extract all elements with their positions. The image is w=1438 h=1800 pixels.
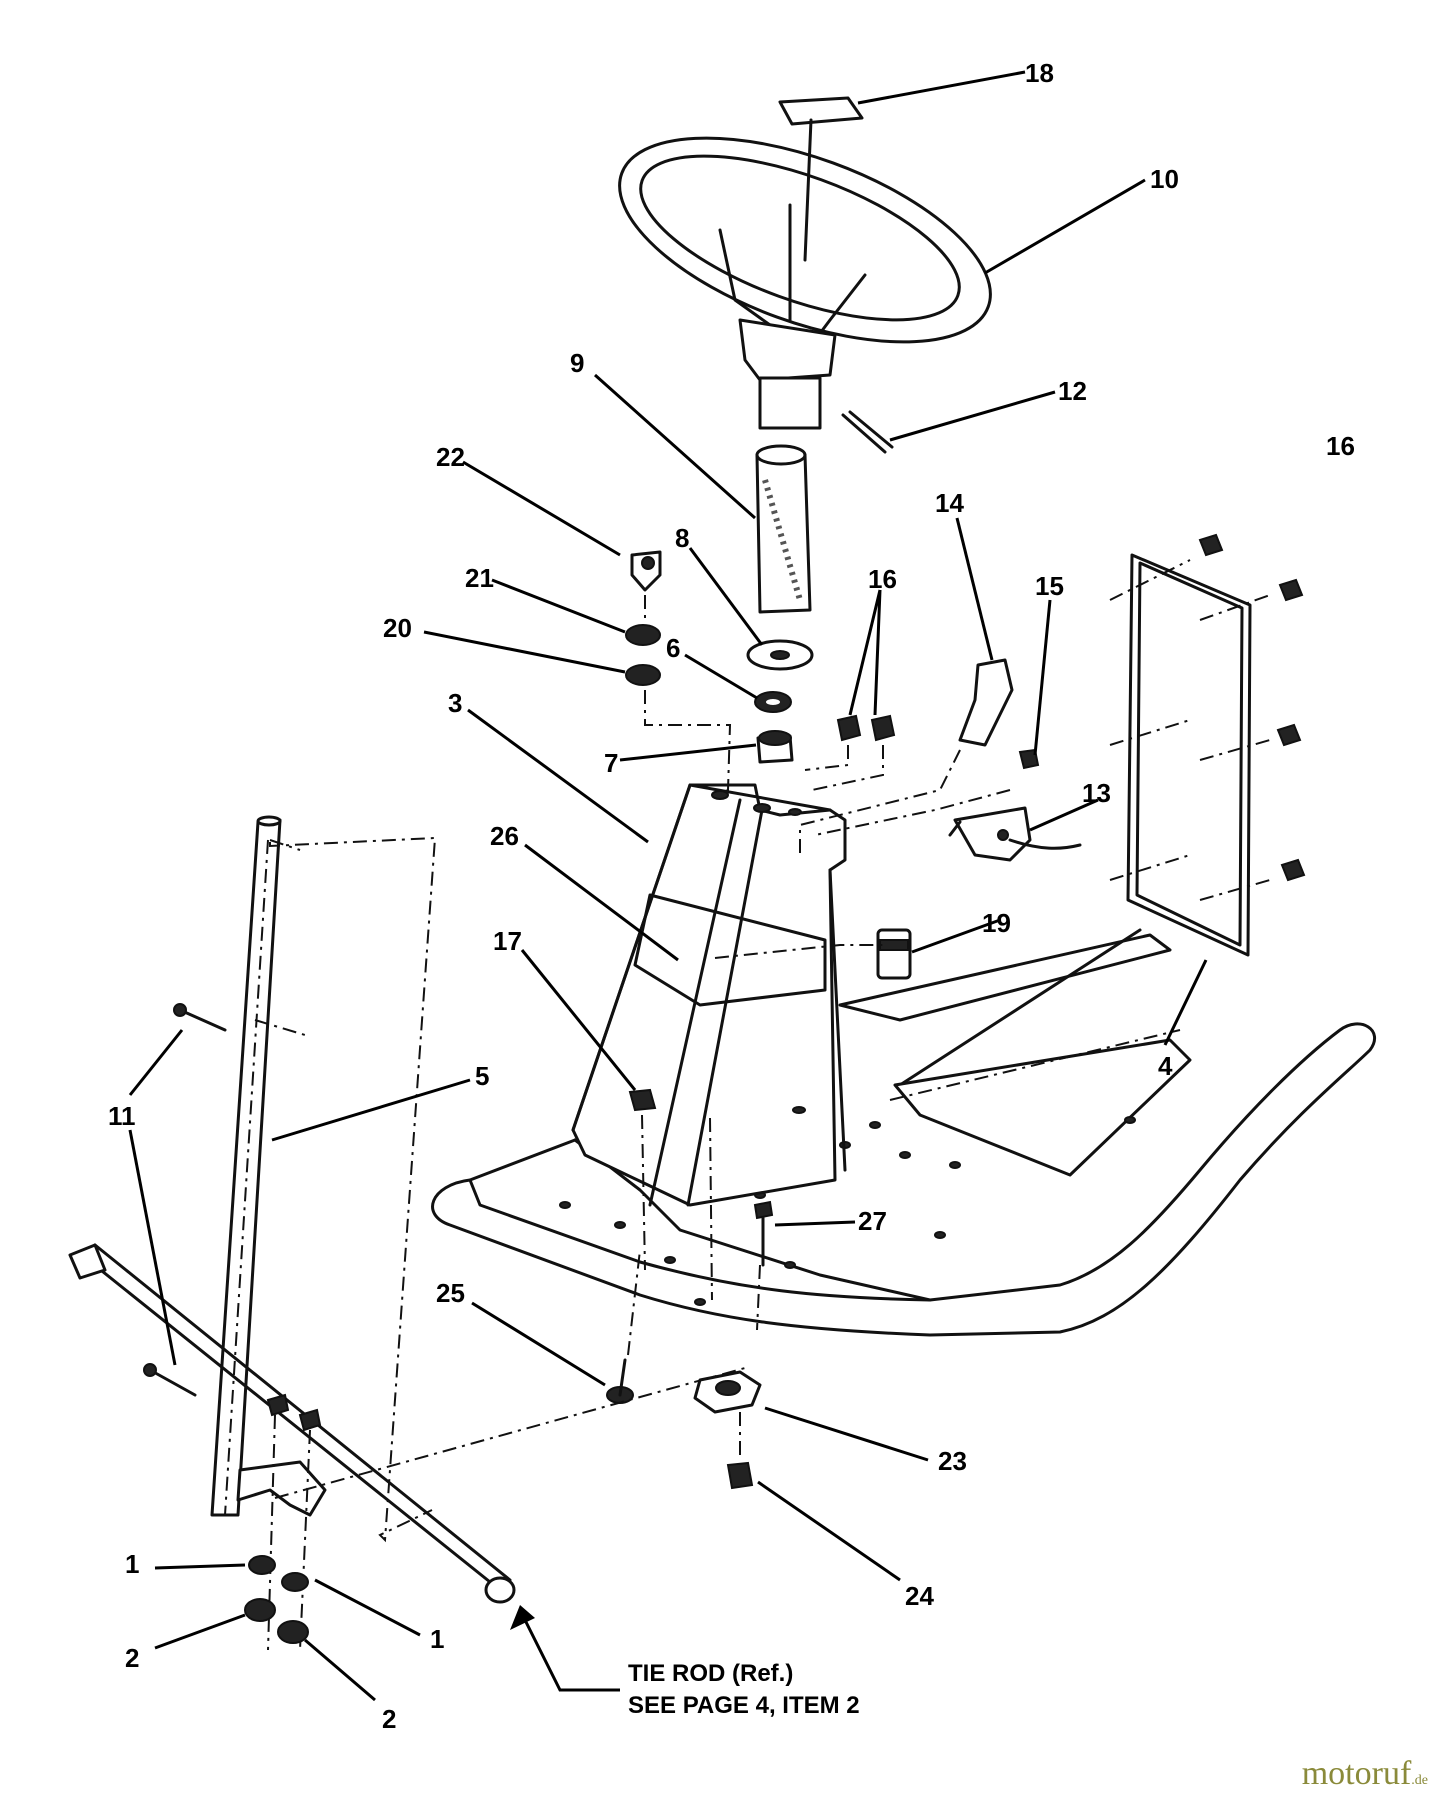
frame-tube [431, 1022, 1377, 1337]
callout-3: 3 [448, 688, 462, 718]
screw-15 [1018, 748, 1040, 770]
watermark-logo: motoruf.de [1302, 1755, 1428, 1793]
switch-19 [876, 928, 912, 980]
callout-24: 24 [905, 1581, 934, 1611]
callout-26: 26 [490, 821, 519, 851]
shaft-link-dash [274, 1367, 746, 1499]
callout-1-left: 1 [125, 1549, 139, 1579]
shaft-frame-dash [269, 836, 437, 1543]
bolt-22 [630, 550, 662, 592]
ignition-switch-13 [948, 806, 1082, 862]
callout-27: 27 [858, 1206, 887, 1236]
nut-17 [628, 1088, 657, 1112]
callout-14: 14 [935, 488, 964, 518]
callout-20: 20 [383, 613, 412, 643]
callout-22: 22 [436, 442, 465, 472]
nut-17-axis [641, 1114, 646, 1271]
wheel-cap [778, 96, 864, 126]
washer-1b [281, 1572, 309, 1592]
callout-9: 9 [570, 348, 584, 378]
switch-19-axis [714, 944, 885, 959]
callout-11: 11 [108, 1101, 136, 1131]
steering-column-housing [571, 783, 847, 1207]
decal-26 [633, 893, 827, 1007]
roll-pin [841, 410, 894, 454]
callout-6: 6 [666, 633, 680, 663]
cotter-pin-11-lower [143, 1363, 197, 1397]
throttle-knob-14 [958, 658, 1014, 747]
shaft-axes [224, 839, 306, 1516]
panel-screws-16 [1198, 533, 1306, 882]
screw-16a [836, 714, 862, 742]
callout-2-right: 2 [382, 1704, 396, 1734]
washer-8 [746, 639, 814, 671]
bushing-7 [756, 730, 794, 764]
callout-13: 13 [1082, 778, 1111, 808]
callout-25: 25 [436, 1278, 465, 1308]
callout-8: 8 [675, 523, 689, 553]
panel-axes [1109, 559, 1271, 901]
bolts-lower-pair [266, 1393, 322, 1432]
callout-2-left: 2 [125, 1643, 139, 1673]
screw-axes [804, 745, 884, 791]
bolt-25 [606, 1358, 634, 1404]
steering-wheel [618, 136, 992, 430]
callout-10: 10 [1150, 164, 1179, 194]
steering-shaft-5 [210, 815, 282, 1517]
callout-16-center: 16 [868, 564, 897, 594]
bolt-25-axis [627, 1249, 641, 1356]
plate-holes [559, 1116, 1136, 1306]
shaft-arm [236, 1460, 327, 1517]
nut-2b [277, 1620, 309, 1644]
callout-5: 5 [475, 1061, 489, 1091]
watermark-suffix: .de [1411, 1773, 1428, 1788]
washer-6 [754, 691, 792, 713]
cap-axis [803, 118, 813, 262]
hardware-axis-left [644, 595, 732, 801]
cotter-pin-11-upper [173, 1003, 227, 1032]
bolt-27 [753, 1200, 774, 1267]
note-line-1: TIE ROD (Ref.) [628, 1660, 794, 1687]
note-line-2: SEE PAGE 4, ITEM 2 [628, 1692, 860, 1719]
washer-20 [625, 664, 661, 686]
callout-labels: 18 10 9 12 22 16 16 14 15 8 21 20 6 7 3 … [108, 58, 1355, 1734]
bearing-flange-23 [693, 1370, 762, 1414]
callout-21: 21 [465, 563, 494, 593]
bolt-axes [709, 1117, 761, 1331]
callout-4: 4 [1158, 1051, 1173, 1081]
callout-17: 17 [493, 926, 522, 956]
callout-18: 18 [1025, 58, 1054, 88]
washer-1a [248, 1555, 276, 1575]
steering-sleeve [755, 444, 812, 614]
base-plate [559, 928, 1192, 1306]
callout-7: 7 [604, 748, 618, 778]
nut-24 [726, 1461, 754, 1490]
callout-15: 15 [1035, 571, 1064, 601]
leader-lines [128, 70, 1208, 1702]
callout-1-right: 1 [430, 1624, 444, 1654]
tie-rod-reference-note: TIE ROD (Ref.) SEE PAGE 4, ITEM 2 [628, 1658, 860, 1722]
screw-16b [870, 714, 896, 742]
callout-23: 23 [938, 1446, 967, 1476]
side-panel-4 [1126, 553, 1252, 957]
callout-19: 19 [982, 908, 1011, 938]
callout-12: 12 [1058, 376, 1087, 406]
knob-axis [799, 749, 961, 855]
washer-21 [625, 624, 661, 646]
watermark-brand: motoruf [1301, 1755, 1412, 1792]
nut-2a [244, 1598, 276, 1622]
callout-16-panel: 16 [1326, 431, 1355, 461]
